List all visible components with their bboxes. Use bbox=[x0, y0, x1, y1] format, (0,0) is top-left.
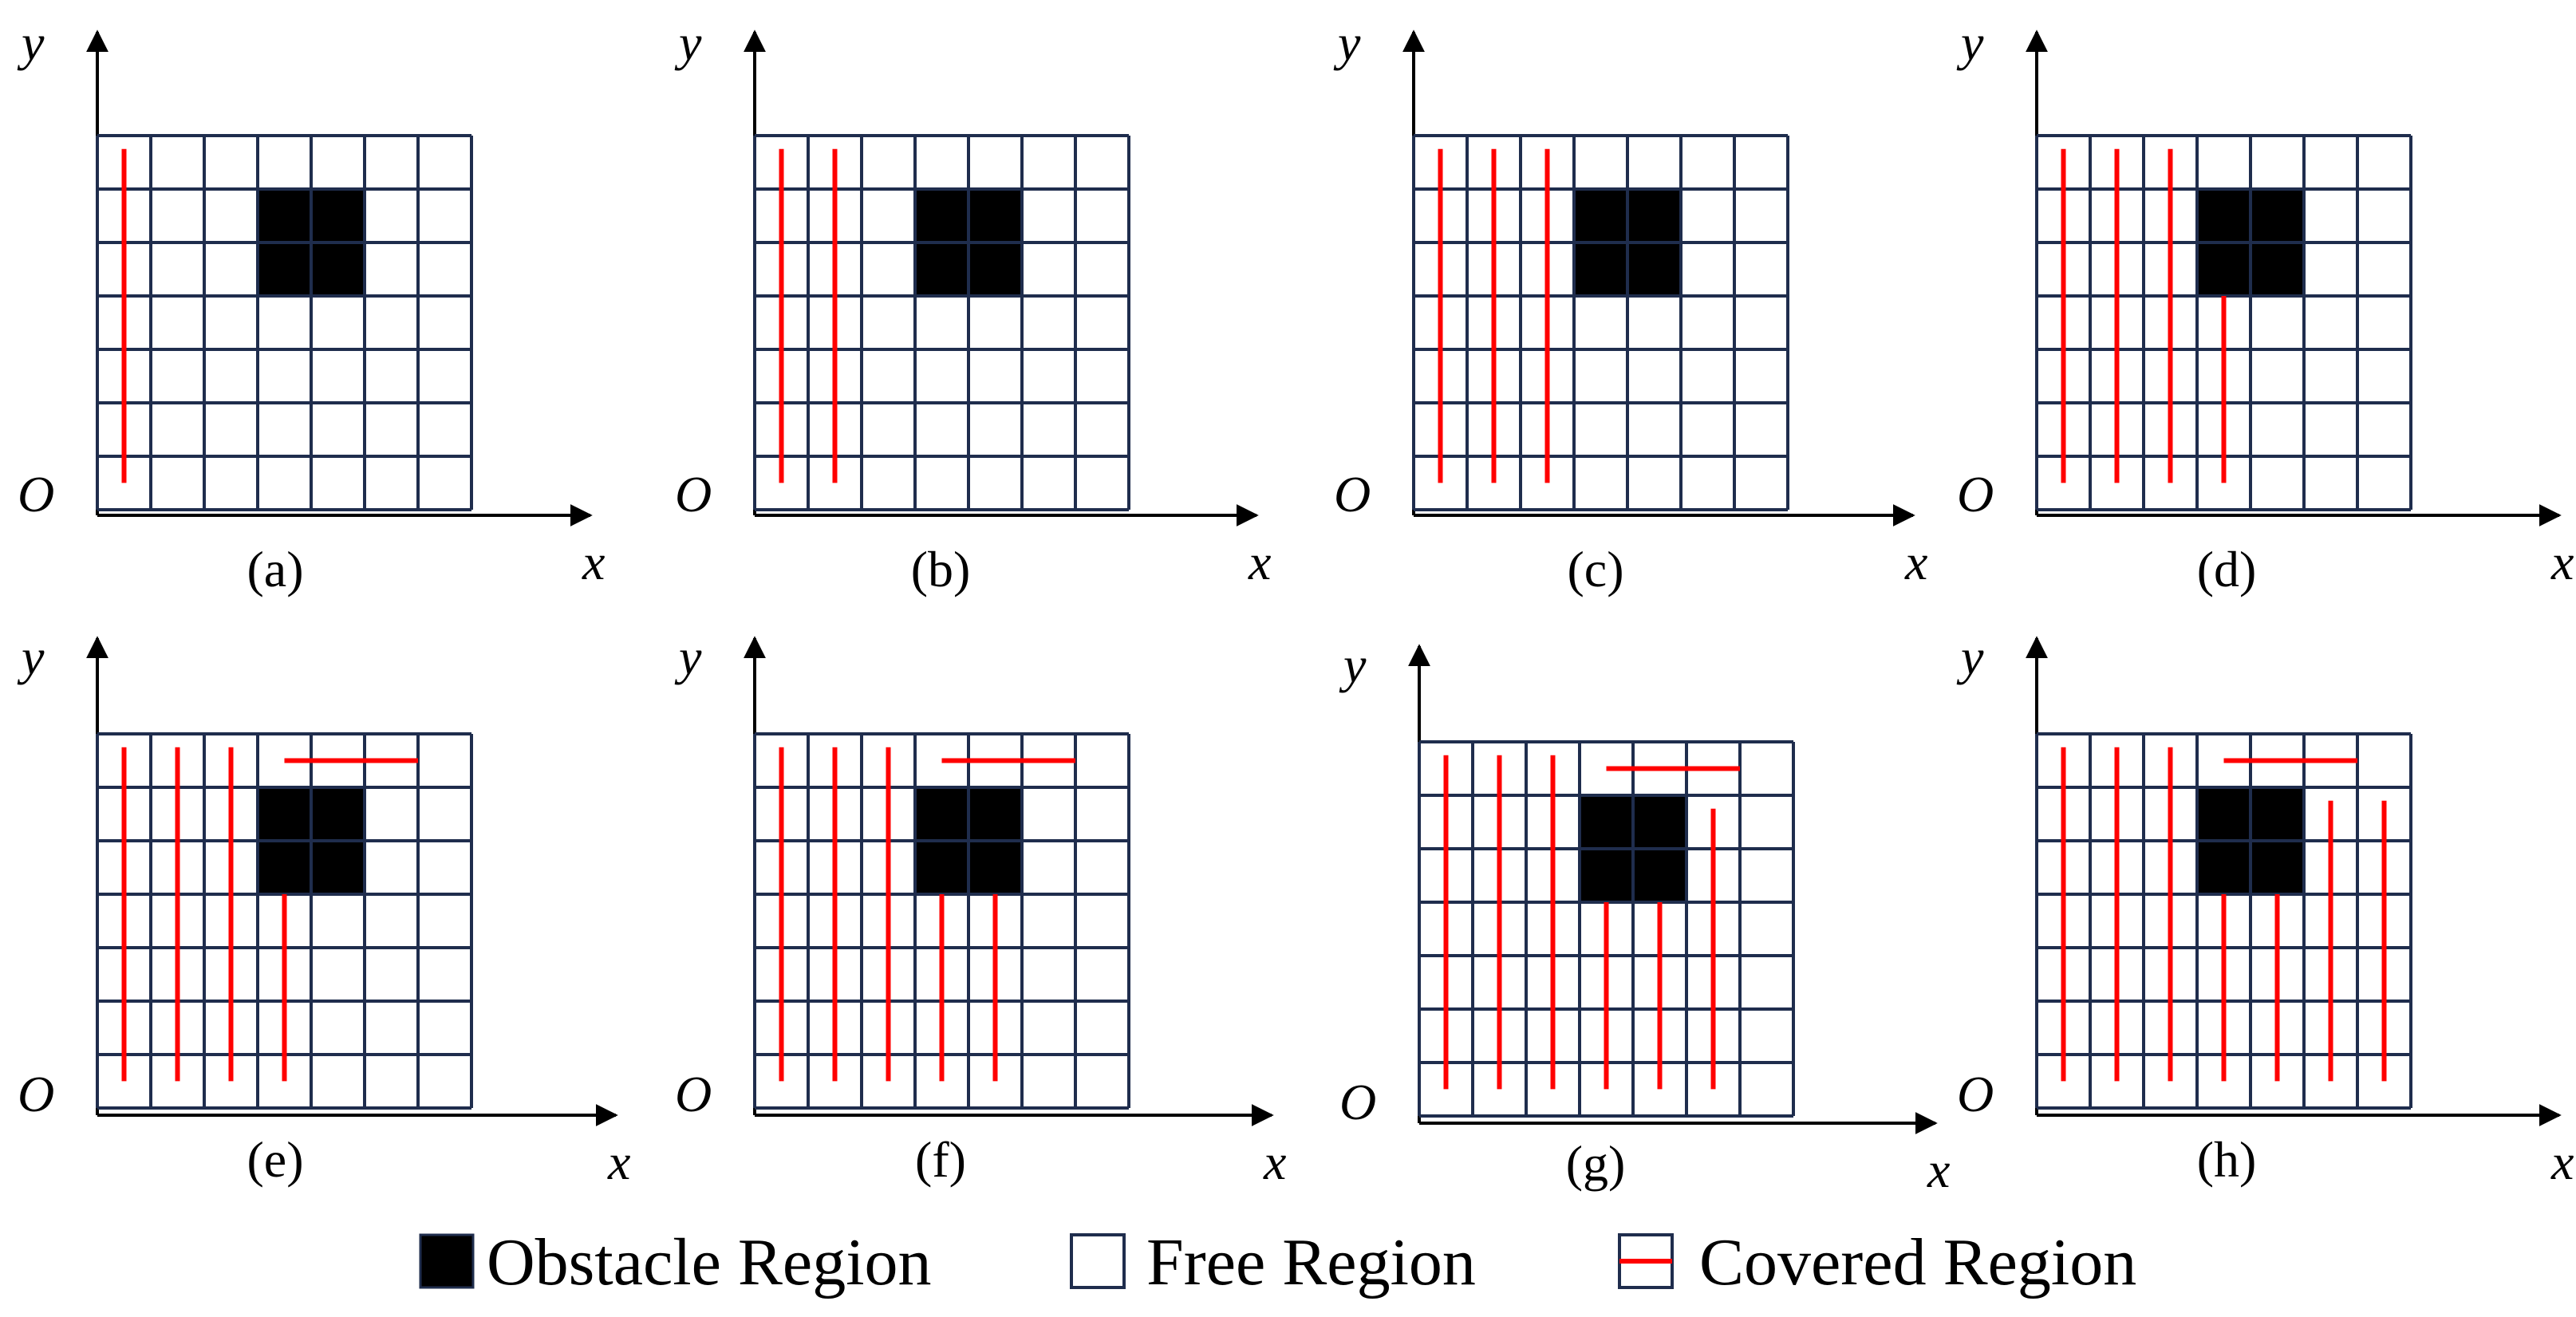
panel-caption: (e) bbox=[247, 1131, 303, 1188]
y-axis-label: y bbox=[1956, 629, 1984, 685]
y-axis-label: y bbox=[1956, 14, 1984, 71]
y-axis-label: y bbox=[17, 629, 45, 685]
x-axis-label: x bbox=[1904, 534, 1927, 590]
panel-caption: (d) bbox=[2197, 541, 2257, 597]
panel-g: y x O (g) bbox=[1339, 637, 1950, 1198]
y-axis-label: y bbox=[17, 14, 45, 71]
panel-b: y x O (b) bbox=[674, 14, 1271, 597]
origin-label: O bbox=[18, 1066, 54, 1122]
panel-caption: (c) bbox=[1567, 541, 1623, 597]
y-axis-label: y bbox=[674, 14, 702, 71]
origin-label: O bbox=[1957, 1066, 1994, 1122]
x-axis-label: x bbox=[582, 534, 605, 590]
panel-a: y x O (a) bbox=[17, 14, 605, 597]
panel-caption: (a) bbox=[247, 541, 303, 597]
origin-label: O bbox=[1957, 466, 1994, 522]
panel-caption: (h) bbox=[2197, 1131, 2257, 1188]
origin-label: O bbox=[1334, 466, 1371, 522]
panel-e: y x O (e) bbox=[17, 629, 630, 1190]
origin-label: O bbox=[1339, 1074, 1376, 1130]
x-axis-label: x bbox=[2550, 1134, 2574, 1190]
y-axis-label: y bbox=[1333, 14, 1361, 71]
legend: Obstacle Region Free Region Covered Regi… bbox=[419, 1225, 2136, 1299]
panel-caption: (g) bbox=[1566, 1135, 1626, 1192]
origin-label: O bbox=[675, 466, 712, 522]
legend-free-label: Free Region bbox=[1146, 1225, 1476, 1299]
panel-caption: (b) bbox=[911, 541, 971, 597]
y-axis-label: y bbox=[1339, 637, 1367, 693]
panel-f: y x O (f) bbox=[674, 629, 1286, 1190]
legend-obstacle-label: Obstacle Region bbox=[487, 1225, 932, 1299]
panel-c: y x O (c) bbox=[1333, 14, 1927, 597]
legend-obstacle-swatch bbox=[419, 1233, 475, 1289]
x-axis-label: x bbox=[1263, 1134, 1286, 1190]
x-axis-label: x bbox=[1927, 1142, 1950, 1198]
legend-covered-label: Covered Region bbox=[1699, 1225, 2136, 1299]
x-axis-label: x bbox=[1248, 534, 1271, 590]
panel-caption: (f) bbox=[915, 1131, 966, 1188]
origin-label: O bbox=[18, 466, 54, 522]
origin-label: O bbox=[675, 1066, 712, 1122]
panel-d: y x O (d) bbox=[1956, 14, 2574, 597]
x-axis-label: x bbox=[2550, 534, 2574, 590]
x-axis-label: x bbox=[607, 1134, 630, 1190]
legend-free-swatch bbox=[1070, 1233, 1126, 1289]
y-axis-label: y bbox=[674, 629, 702, 685]
panel-h: y x O (h) bbox=[1956, 629, 2574, 1190]
